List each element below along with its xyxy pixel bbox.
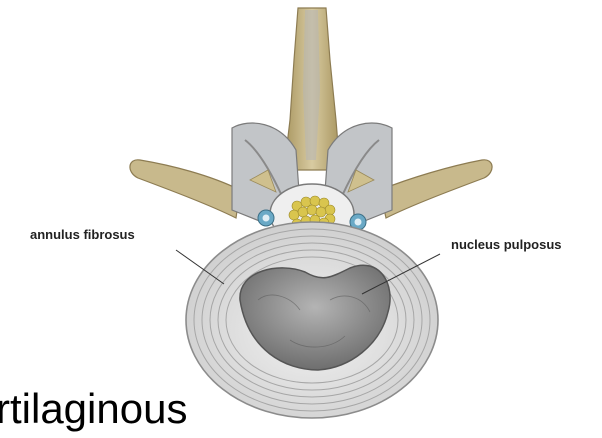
- right-transverse-process: [380, 160, 492, 218]
- nucleus-pulposus-label: nucleus pulposus: [451, 237, 562, 252]
- annulus-fibrosus-label: annulus fibrosus: [30, 227, 135, 242]
- left-transverse-process: [130, 160, 240, 218]
- cut-off-caption: rtilaginous: [0, 384, 187, 434]
